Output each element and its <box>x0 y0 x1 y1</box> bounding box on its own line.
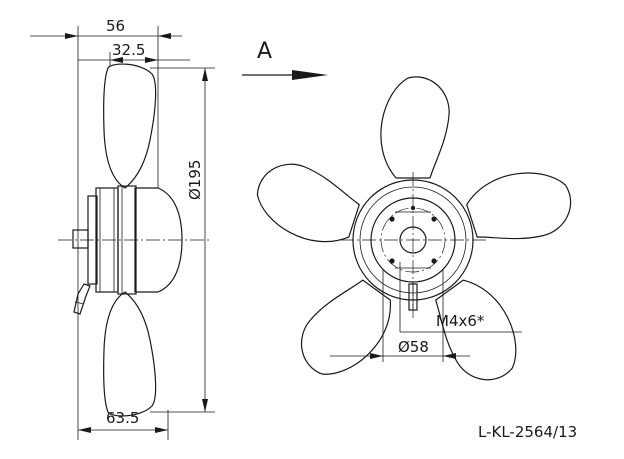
dim-56-label: 56 <box>106 17 125 35</box>
mounting-hole <box>389 216 395 222</box>
dim-63-5-label: 63.5 <box>106 409 139 427</box>
side-lower-blade <box>103 291 157 417</box>
mounting-hole <box>431 258 437 264</box>
view-arrow-a: A <box>242 39 328 80</box>
dim-hub-diameter-label: Ø58 <box>398 338 429 356</box>
mounting-hole <box>431 216 437 222</box>
view-label-a: A <box>257 39 272 64</box>
side-motor <box>72 185 183 315</box>
mounting-hole <box>389 258 395 264</box>
dim-diameter-195-label: Ø195 <box>186 160 204 200</box>
front-blade-2 <box>461 158 580 256</box>
dim-thread-label: M4x6* <box>436 312 485 330</box>
front-blade-4 <box>287 268 404 392</box>
dim-32-5-label: 32.5 <box>112 41 145 59</box>
side-upper-blade <box>103 63 157 189</box>
front-view: M4x6* Ø58 <box>247 76 580 394</box>
side-view: 56 32.5 Ø195 63.5 <box>30 17 215 440</box>
drawing-number: L-KL-2564/13 <box>478 423 577 441</box>
front-blade-1 <box>380 76 450 179</box>
front-blade-5 <box>247 154 366 252</box>
